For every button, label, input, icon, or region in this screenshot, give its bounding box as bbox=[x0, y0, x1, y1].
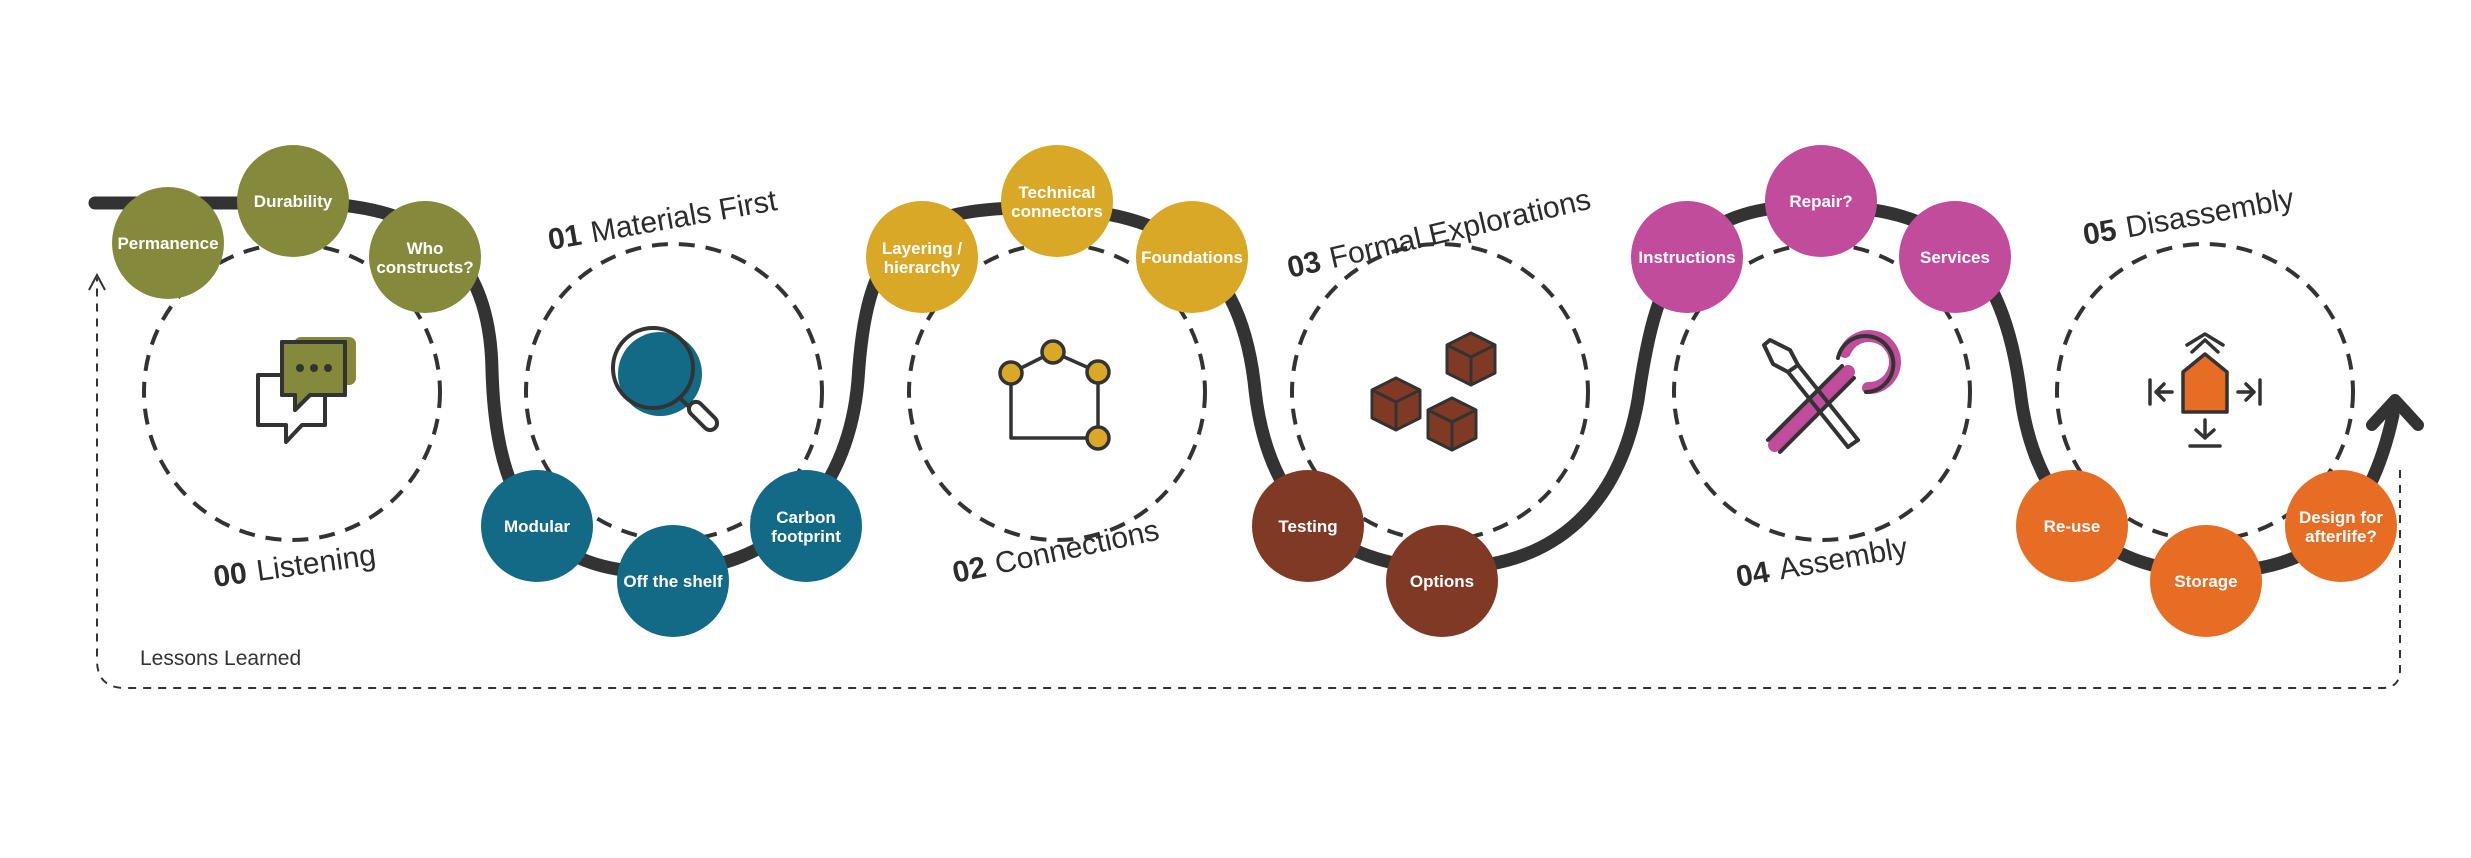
feedback-arrowhead bbox=[88, 272, 106, 291]
stage-number: 00 bbox=[211, 557, 249, 594]
loop-label: Lessons Learned bbox=[140, 647, 301, 670]
node-label-line: Design for bbox=[2299, 508, 2383, 527]
stage-circle-03 bbox=[1290, 242, 1590, 542]
feedback-loop-line bbox=[96, 278, 2401, 689]
node-label-line: hierarchy bbox=[884, 258, 961, 277]
cubes-icon bbox=[1370, 331, 1497, 452]
stage-03-nodes: Testing Options bbox=[1252, 470, 1498, 637]
node-label: Storage bbox=[2174, 572, 2237, 591]
magnifier-icon bbox=[611, 326, 720, 433]
stage-title: Connections bbox=[992, 514, 1162, 581]
node-label: Off the shelf bbox=[623, 572, 723, 591]
node-label: Foundations bbox=[1141, 248, 1243, 267]
node-storage: Storage bbox=[2150, 525, 2262, 637]
node-label-line: afterlife? bbox=[2305, 527, 2377, 546]
node-label: Repair? bbox=[1789, 192, 1852, 211]
node-label: Testing bbox=[1278, 517, 1337, 536]
node-label: Services bbox=[1920, 248, 1990, 267]
house-arrows-icon bbox=[2148, 332, 2262, 448]
node-durability: Durability bbox=[237, 145, 349, 257]
feedback-loop: Lessons Learned bbox=[88, 272, 2401, 689]
node-label-line: footprint bbox=[771, 527, 841, 546]
stage-title: Materials First bbox=[588, 184, 780, 249]
node-layering-hierarchy: Layering /hierarchy bbox=[866, 201, 978, 313]
node-repair: Repair? bbox=[1765, 145, 1877, 257]
stage-number: 04 bbox=[1733, 556, 1772, 594]
path-arrowhead bbox=[2366, 394, 2424, 431]
stage-number: 02 bbox=[950, 551, 990, 590]
node-off-the-shelf: Off the shelf bbox=[617, 525, 729, 637]
stage-number: 01 bbox=[545, 219, 584, 257]
stage-04-nodes: Instructions Repair? Services bbox=[1631, 145, 2011, 313]
node-label-line: connectors bbox=[1011, 202, 1103, 221]
stage-circles bbox=[142, 242, 2355, 542]
stage-title: Listening bbox=[254, 539, 378, 588]
stage-circle-04 bbox=[1672, 242, 1972, 542]
node-label-line: Technical bbox=[1018, 183, 1095, 202]
node-instructions: Instructions bbox=[1631, 201, 1743, 313]
node-re-use: Re-use bbox=[2016, 470, 2128, 582]
stage-circle-01 bbox=[524, 242, 824, 542]
tools-icon bbox=[1762, 330, 1901, 454]
node-label: Options bbox=[1410, 572, 1474, 591]
node-label-line: constructs? bbox=[376, 258, 473, 277]
stage-title: Formal Explorations bbox=[1326, 183, 1593, 275]
node-label-line: Layering / bbox=[882, 239, 963, 258]
connection-nodes-icon bbox=[998, 339, 1111, 451]
node-label: Modular bbox=[504, 517, 570, 536]
stage-heading-03: 03Formal Explorations bbox=[1284, 183, 1594, 285]
stage-number: 05 bbox=[2080, 214, 2119, 252]
node-label: Permanence bbox=[117, 234, 218, 253]
stage-number: 03 bbox=[1284, 245, 1324, 285]
stage-circle-02 bbox=[907, 242, 1207, 542]
stage-title: Disassembly bbox=[2123, 182, 2296, 244]
node-label: Instructions bbox=[1638, 248, 1735, 267]
node-label-line: Who bbox=[407, 239, 444, 258]
node-label: Layering /hierarchy bbox=[882, 239, 963, 277]
stage-circle-05 bbox=[2055, 242, 2355, 542]
node-label-line: Carbon bbox=[776, 508, 836, 527]
node-label: Durability bbox=[254, 192, 333, 211]
node-modular: Modular bbox=[481, 470, 593, 582]
node-permanence: Permanence bbox=[112, 187, 224, 299]
node-testing: Testing bbox=[1252, 470, 1364, 582]
stage-heading-02: 02Connections bbox=[950, 514, 1162, 590]
node-services: Services bbox=[1899, 201, 2011, 313]
node-label: Re-use bbox=[2044, 517, 2101, 536]
stage-circle-00 bbox=[142, 242, 442, 542]
node-foundations: Foundations bbox=[1136, 201, 1248, 313]
chat-bubbles-icon bbox=[256, 337, 356, 444]
node-options: Options bbox=[1386, 525, 1498, 637]
